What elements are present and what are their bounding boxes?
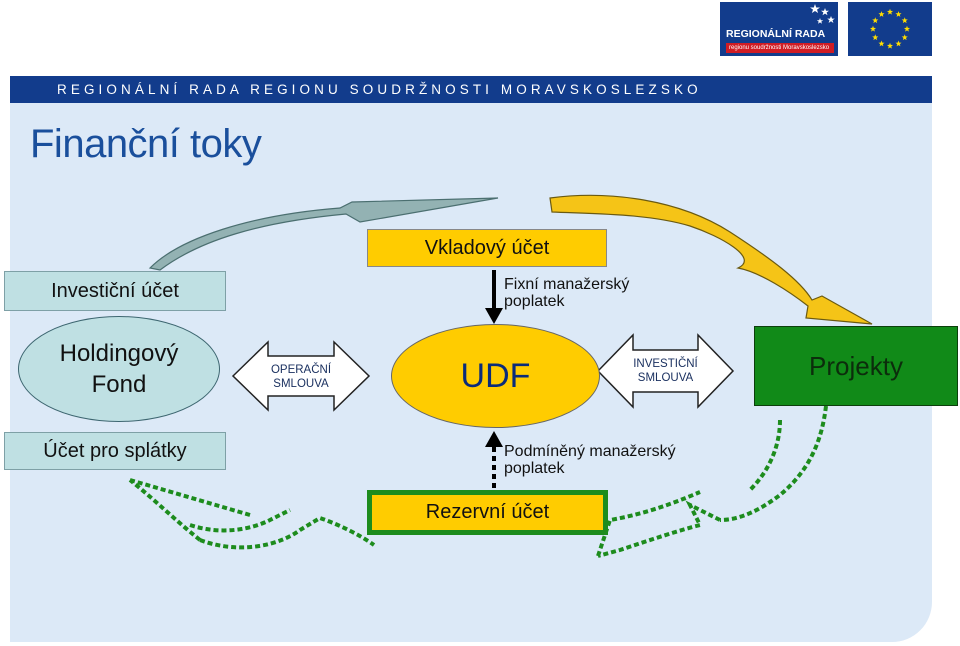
investicni-ucet-box: Investiční účet: [4, 271, 226, 311]
ucet-pro-splatky-box: Účet pro splátky: [4, 432, 226, 470]
investicni-smlouva-arrow: [596, 333, 735, 409]
operacni-smlouva-arrow: [231, 340, 371, 412]
fixni-poplatek-label: Fixní manažerský poplatek: [504, 276, 630, 311]
podmineny-line2: poplatek: [504, 459, 565, 477]
udf-ellipse: UDF: [391, 324, 600, 428]
fixni-line2: poplatek: [504, 292, 565, 310]
podmineny-poplatek-arrowhead: [485, 431, 503, 447]
holding-line2: Fond: [91, 371, 147, 398]
holding-line1: Holdingový: [59, 339, 179, 367]
eu-star: [895, 11, 902, 17]
banner: REGIONÁLNÍ RADA REGIONU SOUDRŽNOSTI MORA…: [10, 76, 932, 103]
projekty-box: Projekty: [754, 326, 958, 406]
curved-arrow-to-projekty: [549, 194, 873, 325]
investicni-sml-line1: INVESTIČNÍ: [633, 358, 698, 370]
logo-subtitle: regionu soudržnosti Moravskoslezsko: [726, 43, 834, 53]
eu-star: [869, 25, 877, 32]
logo-stars: [810, 4, 835, 24]
investicni-sml-line2: SMLOUVA: [637, 371, 694, 384]
podmineny-line1: Podmíněný manažerský: [504, 443, 676, 460]
eu-star: [903, 25, 911, 32]
eu-star: [901, 34, 908, 41]
fixni-poplatek-arrowhead: [485, 308, 503, 324]
dotted-arrow-left: [128, 478, 376, 550]
eu-star: [872, 34, 879, 41]
rezervni-ucet-box: Rezervní účet: [367, 490, 608, 535]
eu-star: [878, 11, 885, 17]
eu-flag-icon: [848, 2, 932, 56]
dotted-arrow-right: [596, 405, 828, 558]
operacni-line2: SMLOUVA: [273, 377, 329, 390]
holdingovy-fond-ellipse: Holdingový Fond: [18, 316, 220, 422]
eu-star: [878, 40, 885, 47]
operacni-smlouva-label: OPERAČNÍ SMLOUVA: [268, 364, 334, 392]
curved-arrow-to-vkladovy: [148, 197, 499, 271]
slide-title: Finanční toky: [30, 122, 262, 166]
vkladovy-ucet-box: Vkladový účet: [367, 229, 607, 267]
logo-title: REGIONÁLNÍ RADA: [726, 28, 826, 40]
investicni-smlouva-label: INVESTIČNÍ SMLOUVA: [633, 358, 698, 386]
fixni-line1: Fixní manažerský: [504, 276, 630, 293]
operacni-line1: OPERAČNÍ: [270, 364, 332, 376]
eu-star: [895, 40, 902, 47]
eu-star: [901, 17, 908, 24]
eu-star: [886, 42, 894, 49]
podmineny-poplatek-label: Podmíněný manažerský poplatek: [504, 443, 676, 478]
eu-star: [872, 17, 879, 24]
regional-council-logo: REGIONÁLNÍ RADA regionu soudržnosti Mora…: [720, 2, 838, 56]
eu-star: [886, 8, 894, 15]
